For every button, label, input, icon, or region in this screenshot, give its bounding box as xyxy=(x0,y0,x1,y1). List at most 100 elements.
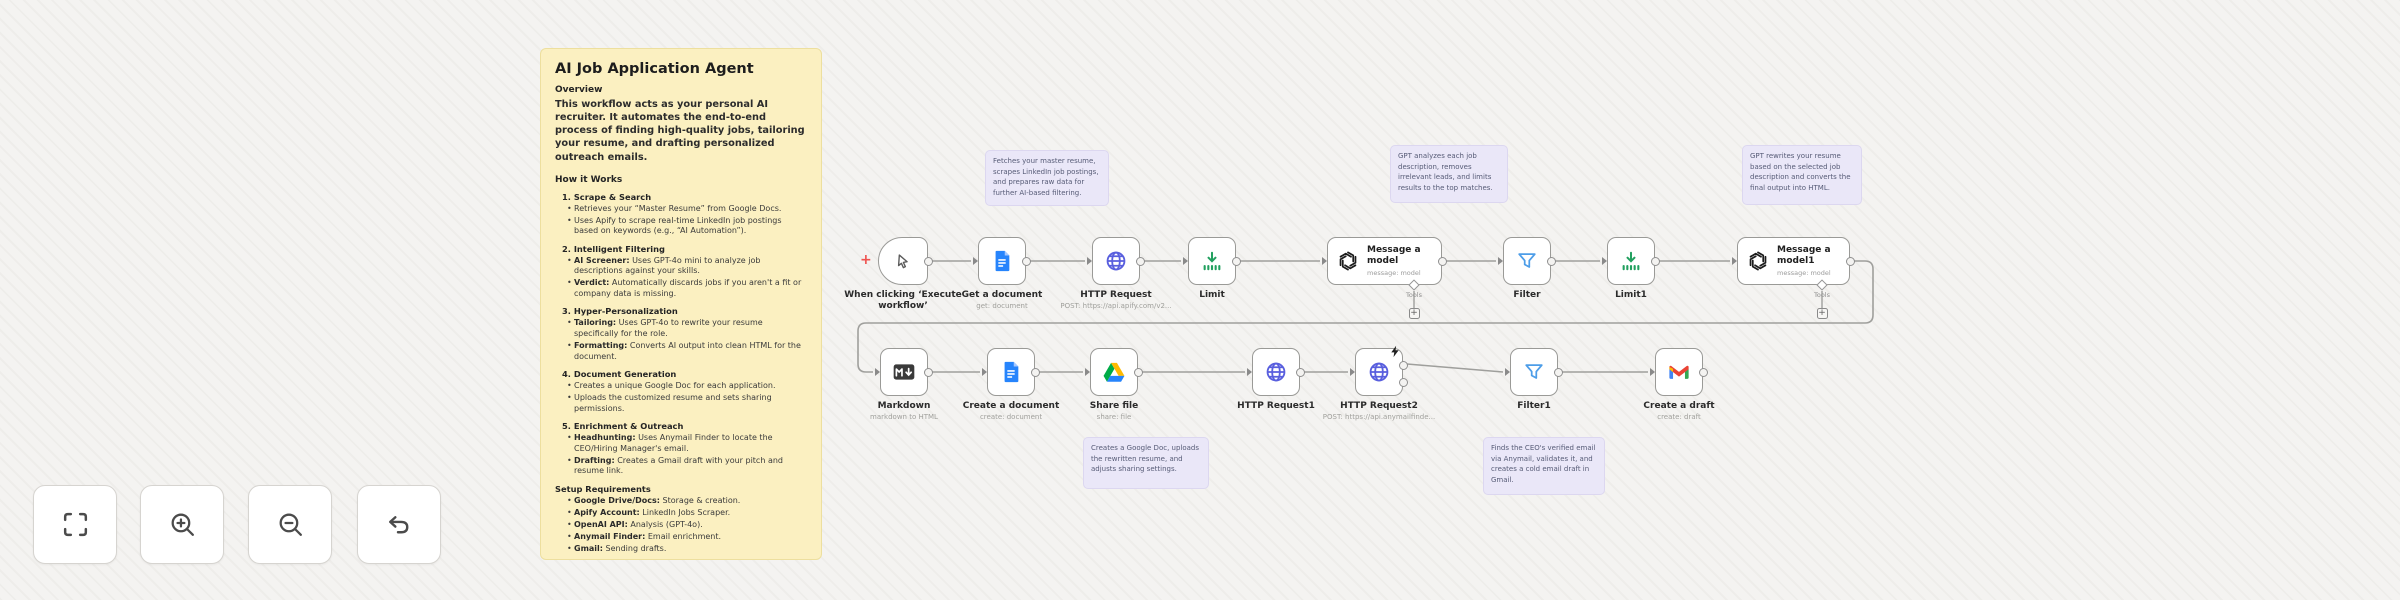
node-label: Get a document xyxy=(961,290,1043,300)
gdocs-icon xyxy=(1000,361,1022,383)
note-list-item: Apify Account: LinkedIn Jobs Scraper. xyxy=(567,508,807,519)
note-section-heading: 1. Scrape & Search xyxy=(562,191,652,202)
zoom-in-button[interactable] xyxy=(140,485,224,564)
node-label-group: Filter1 xyxy=(1459,401,1609,412)
node-http-request[interactable] xyxy=(1086,237,1145,285)
output-port xyxy=(924,257,933,266)
node-share-file[interactable] xyxy=(1084,348,1143,396)
limit-icon xyxy=(1201,250,1223,272)
globe-icon xyxy=(1265,361,1287,383)
node-title: Message a model1 xyxy=(1777,245,1831,266)
input-port xyxy=(1601,257,1607,265)
output-port xyxy=(1399,378,1408,387)
input-port xyxy=(1349,368,1355,376)
node-label: Create a draft xyxy=(1643,401,1715,411)
note-section-list: Creates a unique Google Doc for each app… xyxy=(555,381,807,414)
filter-icon xyxy=(1516,250,1538,272)
node-subtitle: message: model xyxy=(1367,268,1421,277)
node-create-draft[interactable] xyxy=(1649,348,1708,396)
node-label: Filter xyxy=(1513,290,1541,300)
note-list-item: Retrieves your “Master Resume” from Goog… xyxy=(567,204,807,215)
node-limit[interactable] xyxy=(1182,237,1241,285)
note-list-item: OpenAI API: Analysis (GPT-4o). xyxy=(567,520,807,531)
note-section-list: Google Drive/Docs: Storage & creation.Ap… xyxy=(555,496,807,555)
node-label: Limit1 xyxy=(1615,290,1647,300)
zoom-out-button[interactable] xyxy=(248,485,332,564)
note-title: AI Job Application Agent xyxy=(555,61,754,77)
input-port xyxy=(1497,257,1503,265)
globe-icon xyxy=(1368,361,1390,383)
sticky-note-documentation[interactable]: AI Job Application Agent Overview This w… xyxy=(540,48,822,560)
fit-view-button[interactable] xyxy=(33,485,117,564)
node-label: HTTP Request1 xyxy=(1237,401,1315,411)
node-label: When clicking ‘Execute workflow’ xyxy=(844,290,962,312)
sticky-note-annotation[interactable]: Fetches your master resume, scrapes Link… xyxy=(985,150,1109,206)
input-port xyxy=(1086,257,1092,265)
node-trigger[interactable] xyxy=(878,237,933,285)
node-label: Filter1 xyxy=(1517,401,1551,411)
input-port xyxy=(981,368,987,376)
cursor-icon xyxy=(892,250,914,272)
note-list-item: Headhunting: Uses Anymail Finder to loca… xyxy=(567,433,807,454)
output-port xyxy=(1296,368,1305,377)
node-label: HTTP Request xyxy=(1080,290,1152,300)
node-get-document[interactable] xyxy=(972,237,1031,285)
output-port xyxy=(1438,257,1447,266)
note-list-item: Formatting: Converts AI output into clea… xyxy=(567,341,807,362)
note-list-item: Google Drive/Docs: Storage & creation. xyxy=(567,496,807,507)
input-port xyxy=(1731,257,1737,265)
output-port xyxy=(1846,257,1855,266)
sticky-note-annotation[interactable]: Creates a Google Doc, uploads the rewrit… xyxy=(1083,437,1209,489)
input-port xyxy=(1321,257,1327,265)
node-filter[interactable] xyxy=(1497,237,1556,285)
note-section-list: Retrieves your “Master Resume” from Goog… xyxy=(555,204,807,237)
note-list-item: Uploads the customized resume and sets s… xyxy=(567,393,807,414)
note-section-heading: 2. Intelligent Filtering xyxy=(562,243,665,254)
node-label-group: Limit1 xyxy=(1556,290,1706,301)
sticky-note-annotation[interactable]: GPT rewrites your resume based on the se… xyxy=(1742,145,1862,205)
note-sections: 1. Scrape & SearchRetrieves your “Master… xyxy=(555,192,807,555)
input-port xyxy=(1649,368,1655,376)
note-list-item: Anymail Finder: Email enrichment. xyxy=(567,532,807,543)
add-tool-button[interactable]: + xyxy=(1816,308,1828,319)
node-subtitle: markdown to HTML xyxy=(870,413,938,422)
limit-icon xyxy=(1620,250,1642,272)
node-filter1[interactable] xyxy=(1504,348,1563,396)
tools-port-label: Tools xyxy=(1813,291,1830,299)
execute-indicator-icon: + xyxy=(860,252,872,268)
note-list-item: AI Screener: Uses GPT-4o mini to analyze… xyxy=(567,256,807,277)
node-http-request2[interactable] xyxy=(1349,345,1408,396)
output-port xyxy=(1554,368,1563,377)
node-create-document[interactable] xyxy=(981,348,1040,396)
node-label-group: When clicking ‘Execute workflow’ xyxy=(828,290,978,313)
output-port xyxy=(1022,257,1031,266)
sticky-note-annotation[interactable]: GPT analyzes each job description, remov… xyxy=(1390,145,1508,203)
node-limit1[interactable] xyxy=(1601,237,1660,285)
node-label: Limit xyxy=(1199,290,1225,300)
sticky-note-annotation[interactable]: Finds the CEO's verified email via Anyma… xyxy=(1483,437,1605,495)
input-port xyxy=(1246,368,1252,376)
output-port xyxy=(1399,361,1408,370)
output-port xyxy=(1232,257,1241,266)
node-http-request1[interactable] xyxy=(1246,348,1305,396)
gdrive-icon xyxy=(1103,361,1125,383)
node-subtitle: POST: https://api.apify.com/v2... xyxy=(1060,302,1172,311)
markdown-icon xyxy=(893,361,915,383)
node-label: Create a document xyxy=(962,401,1060,411)
node-markdown[interactable] xyxy=(874,348,933,396)
node-label: Markdown xyxy=(877,401,931,411)
note-how-heading: How it Works xyxy=(555,174,623,185)
add-tool-button[interactable]: + xyxy=(1408,308,1420,319)
gdocs-icon xyxy=(991,250,1013,272)
tools-port-label: Tools xyxy=(1405,291,1422,299)
input-port xyxy=(874,368,880,376)
node-subtitle: POST: https://api.anymailfinde... xyxy=(1322,413,1436,422)
undo-button[interactable] xyxy=(357,485,441,564)
